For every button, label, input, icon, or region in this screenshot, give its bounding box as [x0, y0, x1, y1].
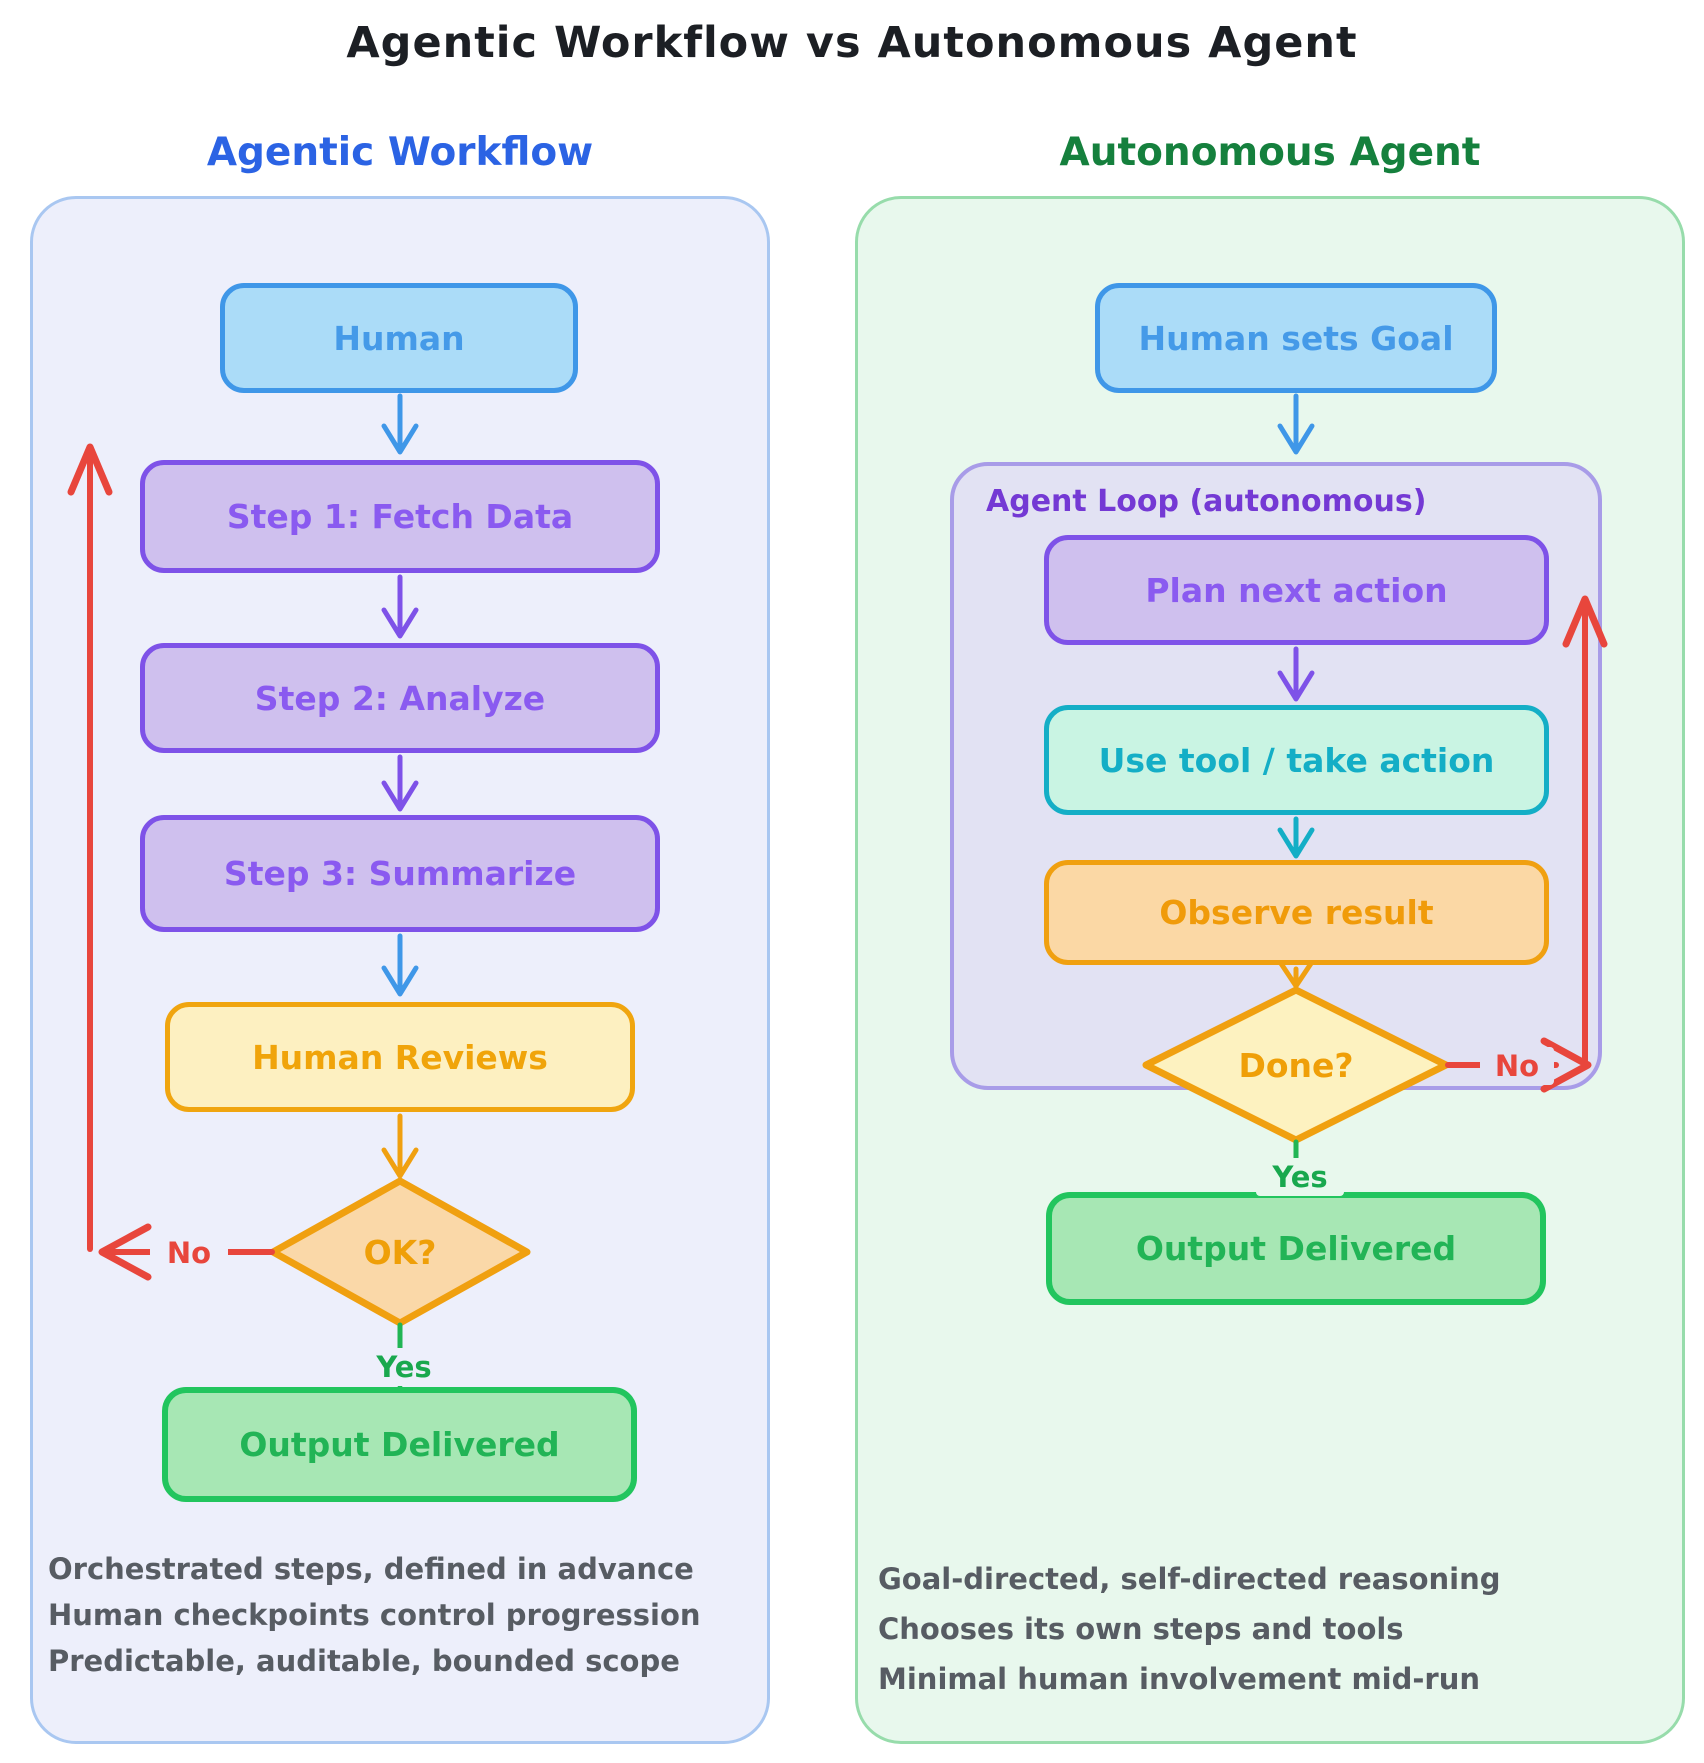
node-observe-result: Observe result [1044, 860, 1549, 965]
right-note-line-3: Minimal human involvement mid-run [878, 1662, 1480, 1696]
node-human: Human [220, 283, 578, 393]
yes-edge-label-right: Yes [1256, 1158, 1344, 1196]
left-note-line-3: Predictable, auditable, bounded scope [48, 1644, 680, 1678]
decision-done-label: Done? [1238, 1045, 1354, 1085]
node-output-delivered-left: Output Delivered [162, 1387, 637, 1502]
node-human-sets-goal: Human sets Goal [1095, 283, 1497, 393]
left-note-line-2: Human checkpoints control progression [48, 1598, 701, 1632]
left-note-line-1: Orchestrated steps, defined in advance [48, 1552, 694, 1586]
decision-ok-label: OK? [363, 1232, 437, 1272]
node-plan-next-action: Plan next action [1044, 535, 1549, 645]
yes-edge-label-left: Yes [360, 1348, 448, 1386]
left-panel [30, 196, 770, 1744]
node-output-delivered-right: Output Delivered [1046, 1192, 1546, 1305]
diagram-title: Agentic Workflow vs Autonomous Agent [346, 18, 1358, 68]
node-step3-summarize: Step 3: Summarize [140, 815, 660, 932]
left-panel-header: Agentic Workflow [206, 130, 594, 175]
node-human-reviews: Human Reviews [165, 1002, 635, 1112]
right-note-line-1: Goal-directed, self-directed reasoning [878, 1562, 1501, 1596]
node-use-tool-take-action: Use tool / take action [1044, 705, 1549, 815]
right-note-line-2: Chooses its own steps and tools [878, 1612, 1404, 1646]
no-edge-label-left: No [150, 1234, 228, 1272]
node-step2-analyze: Step 2: Analyze [140, 643, 660, 753]
no-edge-label-right: No [1480, 1047, 1554, 1085]
node-step1-fetch-data: Step 1: Fetch Data [140, 460, 660, 573]
right-panel-header: Autonomous Agent [1059, 130, 1481, 175]
agent-loop-label: Agent Loop (autonomous) [986, 484, 1427, 519]
